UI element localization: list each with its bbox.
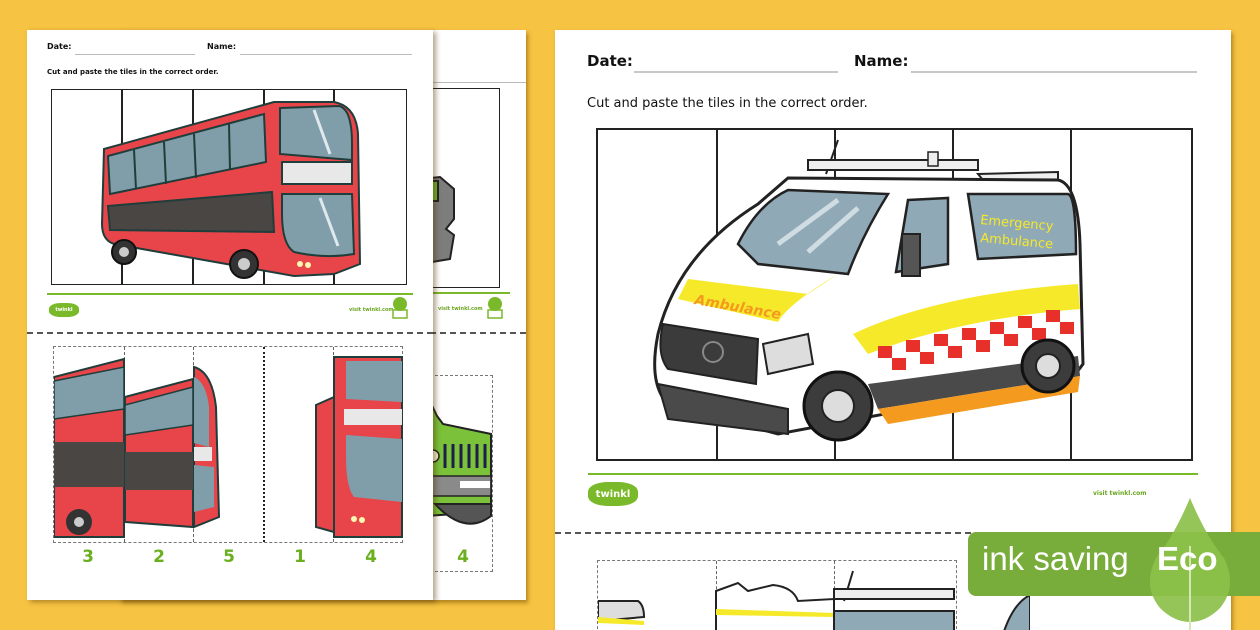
worksheet-ambulance: Date: Name: Cut and paste the tiles in t… — [555, 30, 1231, 630]
name-field[interactable] — [240, 54, 412, 55]
bus-image — [100, 101, 362, 279]
jeep-tile-box — [425, 375, 493, 572]
eco-tree-icon — [392, 297, 408, 319]
emergency-text: Emergency — [980, 213, 1055, 234]
leaf-icon — [1149, 498, 1231, 630]
instruction-text: Cut and paste the tiles in the correct o… — [47, 68, 219, 76]
twinkl-logo: twinkl — [49, 303, 79, 317]
footer-url: visit twinkl.com — [438, 306, 483, 312]
date-label: Date: — [587, 52, 633, 70]
name-field[interactable] — [911, 71, 1197, 73]
date-label: Date: — [47, 42, 72, 51]
ambulance-tiles-box — [597, 560, 957, 630]
tile-number: 4 — [365, 547, 377, 567]
ambulance-tile-partial — [1003, 593, 1030, 630]
cut-line — [555, 532, 1231, 534]
footer-rule — [588, 473, 1198, 475]
bus-tiles-box — [53, 346, 403, 543]
date-field[interactable] — [75, 54, 195, 55]
tile-divider — [263, 347, 265, 542]
footer-url: visit twinkl.com — [1093, 490, 1147, 497]
date-field[interactable] — [634, 71, 838, 73]
instruction-text: Cut and paste the tiles in the correct o… — [587, 96, 868, 111]
name-label: Name: — [207, 42, 237, 51]
eco-label: Eco — [1157, 540, 1218, 577]
worksheet-bus: Date: Name: Cut and paste the tiles in t… — [27, 30, 433, 600]
ambulance-side-text: Ambulance — [980, 231, 1054, 252]
footer-url: visit twinkl.com — [349, 307, 394, 313]
jeep-tile-image — [425, 390, 492, 525]
name-label: Name: — [854, 52, 909, 70]
ink-saving-text: ink saving — [982, 540, 1129, 577]
tile-number: 5 — [223, 547, 235, 567]
twinkl-logo: twinkl — [588, 482, 638, 506]
tile-number: 1 — [294, 547, 306, 567]
footer-rule — [430, 292, 510, 294]
tile-number: 3 — [82, 547, 94, 567]
cut-line — [27, 332, 433, 334]
ambulance-puzzle-grid: Emergency Ambulance Ambulance — [596, 128, 1193, 461]
footer-rule — [47, 293, 413, 295]
bus-puzzle-grid — [51, 89, 407, 285]
ambulance-image: Emergency Ambulance Ambulance — [653, 139, 1085, 442]
name-line — [432, 82, 526, 83]
eco-tree-icon — [487, 297, 503, 319]
bus-tiles-image — [54, 356, 403, 538]
ambulance-tiles-image — [598, 570, 955, 630]
tile-number: 2 — [153, 547, 165, 567]
tile-number: 4 — [457, 547, 469, 567]
